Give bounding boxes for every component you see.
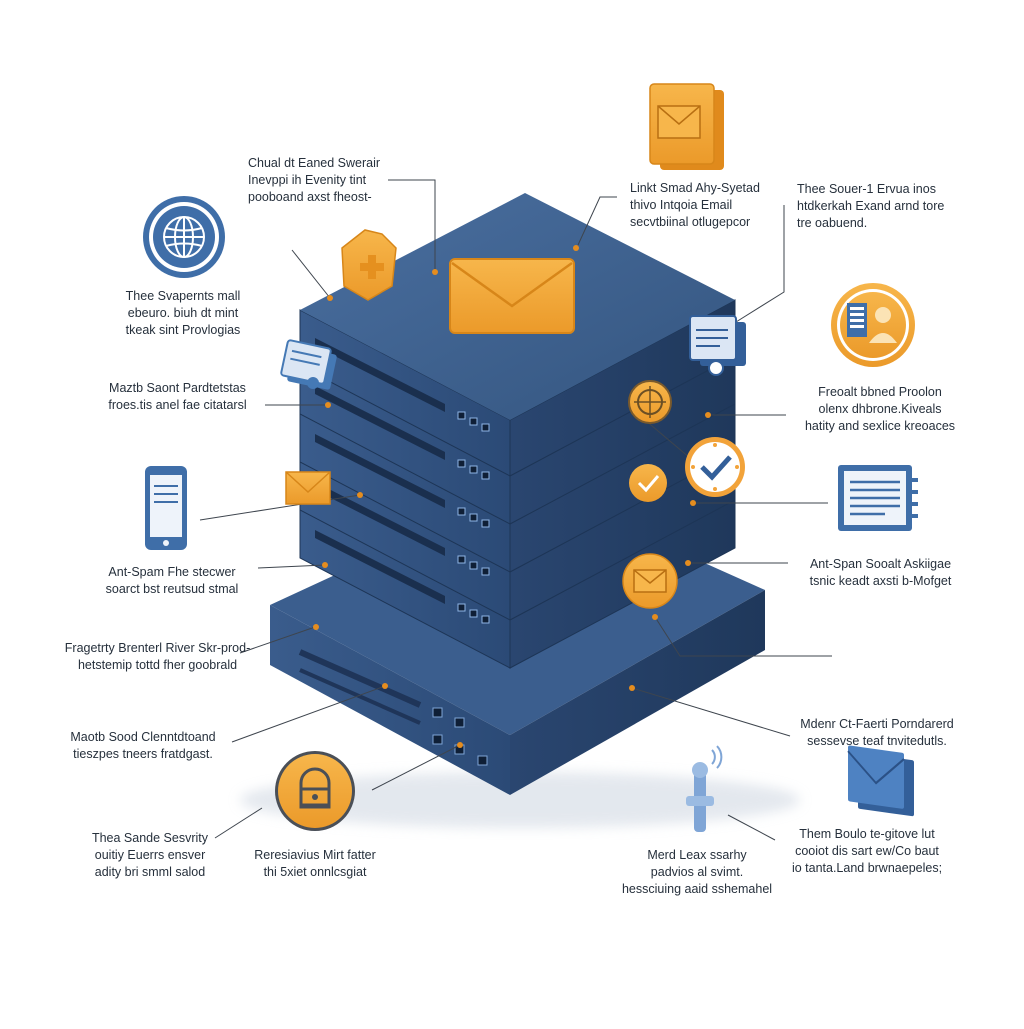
- status-led: [481, 423, 490, 432]
- mail-badge-icon: [622, 553, 678, 609]
- newsletter-icon: [838, 465, 918, 531]
- status-led: [469, 609, 478, 618]
- label-line: hessciuing aaid sshemahel: [621, 882, 773, 896]
- shield-puzzle-icon: [341, 229, 397, 301]
- status-led: [457, 411, 466, 420]
- label-left-4: Fragetrty Brenterl River Skr-prod- hetst…: [50, 640, 265, 674]
- label-line: Thea Sande Sesvrity: [91, 831, 209, 845]
- mail-badge-icon: [689, 315, 746, 376]
- label-line: secvtbiinal otlugepcor: [630, 215, 751, 229]
- label-top-mid: Linkt Smad Ahy-Syetad thivo Intqoia Emai…: [630, 180, 760, 231]
- label-line: tre oabuend.: [797, 216, 868, 230]
- label-line: io tanta.Land brwnaepeles;: [791, 861, 943, 875]
- label-line: tieszpes tneers fratdgast.: [73, 747, 213, 761]
- label-line: pooboand axst fheost-: [248, 190, 372, 204]
- label-line: Ant-Span Sooalt Askiigae: [809, 557, 952, 571]
- status-led: [481, 615, 490, 624]
- phone-icon: [145, 466, 187, 550]
- label-line: Mdenr Ct-Faerti Porndarerd: [800, 717, 954, 731]
- globe-icon: [143, 196, 225, 278]
- label-bottom-left-2: Reresiavius Mirt fatter thi 5xiet onnlcs…: [245, 847, 385, 881]
- label-bottom-mid: Merd Leax ssarhy padvios al svimt. hessc…: [612, 847, 782, 898]
- status-led: [457, 459, 466, 468]
- label-left-1: Thee Svapernts mall ebeuro. biuh dt mint…: [108, 288, 258, 339]
- label-line: Inevppi ih Evenity tint: [248, 173, 367, 187]
- status-led: [469, 417, 478, 426]
- check-badge-icon: [629, 464, 667, 502]
- person-server-icon: [831, 283, 915, 367]
- label-line: htdkerkah Exand arnd tore: [797, 199, 945, 213]
- label-bottom-left: Thea Sande Sesvrity ouitiy Euerrs ensver…: [80, 830, 220, 881]
- label-line: Chual dt Eaned Swerair: [248, 156, 381, 170]
- label-line: cooiot dis sart ew/Co baut: [795, 844, 939, 858]
- status-led: [457, 555, 466, 564]
- label-top-left: Chual dt Eaned Swerair Inevppi ih Evenit…: [248, 155, 380, 206]
- label-line: thi 5xiet onnlcsgiat: [263, 865, 367, 879]
- email-envelope-icon: [449, 258, 575, 334]
- label-left-5: Maotb Sood Clenntdtoand tieszpes tneers …: [58, 729, 228, 763]
- status-led: [469, 465, 478, 474]
- document-folder-icon: [649, 83, 724, 170]
- label-line: Ant-Spam Fhe stecwer: [108, 565, 236, 579]
- label-line: Linkt Smad Ahy-Syetad: [630, 181, 760, 195]
- label-line: Fragetrty Brenterl River Skr-prod-: [64, 641, 251, 655]
- small-envelope-icon: [285, 471, 331, 505]
- status-led: [457, 507, 466, 516]
- label-line: Freoalt bbned Proolon: [818, 385, 942, 399]
- label-right-1: Freoalt bbned Proolon olenx dhbrone.Kive…: [790, 384, 970, 435]
- label-line: Maotb Sood Clenntdtoand: [70, 730, 216, 744]
- label-line: froes.tis anel fae citatarsl: [108, 398, 247, 412]
- label-line: adity bri smml salod: [94, 865, 206, 879]
- label-line: tsnic keadt axsti b-Mofget: [809, 574, 952, 588]
- label-line: Thee Souer-1 Ervua inos: [797, 182, 936, 196]
- label-line: soarct bst reutsud stmal: [105, 582, 239, 596]
- label-bottom-right: Them Boulo te-gitove lut cooiot dis sart…: [782, 826, 952, 877]
- label-line: ouitiy Euerrs ensver: [94, 848, 206, 862]
- status-led: [469, 561, 478, 570]
- label-left-3: Ant-Spam Fhe stecwer soarct bst reutsud …: [92, 564, 252, 598]
- label-line: hetstemip tottd fher goobrald: [77, 658, 238, 672]
- email-card-icon: [280, 339, 337, 390]
- label-line: sessevse teaf tnvitedutls.: [807, 734, 947, 748]
- scan-shield-icon: [628, 380, 672, 424]
- leader-lines: [199, 179, 832, 841]
- label-line: Them Boulo te-gitove lut: [799, 827, 935, 841]
- label-top-right: Thee Souer-1 Ervua inos htdkerkah Exand …: [797, 181, 944, 232]
- status-led: [481, 567, 490, 576]
- label-line: Merd Leax ssarhy: [647, 848, 747, 862]
- server-rack: [299, 299, 736, 669]
- label-line: Reresiavius Mirt fatter: [254, 848, 376, 862]
- label-line: hatity and sexlice kreoaces: [804, 419, 956, 433]
- status-led: [457, 603, 466, 612]
- label-right-2: Ant-Span Sooalt Askiigae tsnic keadt axs…: [788, 556, 973, 590]
- label-right-3: Mdenr Ct-Faerti Porndarerd sessevse teaf…: [792, 716, 962, 750]
- label-line: olenx dhbrone.Kiveals: [818, 402, 942, 416]
- label-line: Maztb Saont Pardtetstas: [109, 381, 246, 395]
- stacked-mail-icon: [847, 745, 914, 817]
- status-led: [481, 519, 490, 528]
- lock-badge-icon: [275, 751, 355, 831]
- label-line: thivo Intqoia Email: [630, 198, 733, 212]
- label-left-2: Maztb Saont Pardtetstas froes.tis anel f…: [95, 380, 260, 414]
- status-led: [469, 513, 478, 522]
- label-line: ebeuro. biuh dt mint: [127, 306, 239, 320]
- label-line: Thee Svapernts mall: [125, 289, 241, 303]
- clock-check-icon: [685, 437, 745, 497]
- rack-unit: [299, 443, 736, 621]
- antenna-icon: [686, 745, 723, 832]
- label-line: tkeak sint Provlogias: [125, 323, 241, 337]
- status-led: [481, 471, 490, 480]
- rack-unit: [299, 299, 736, 477]
- label-line: padvios al svimt.: [650, 865, 744, 879]
